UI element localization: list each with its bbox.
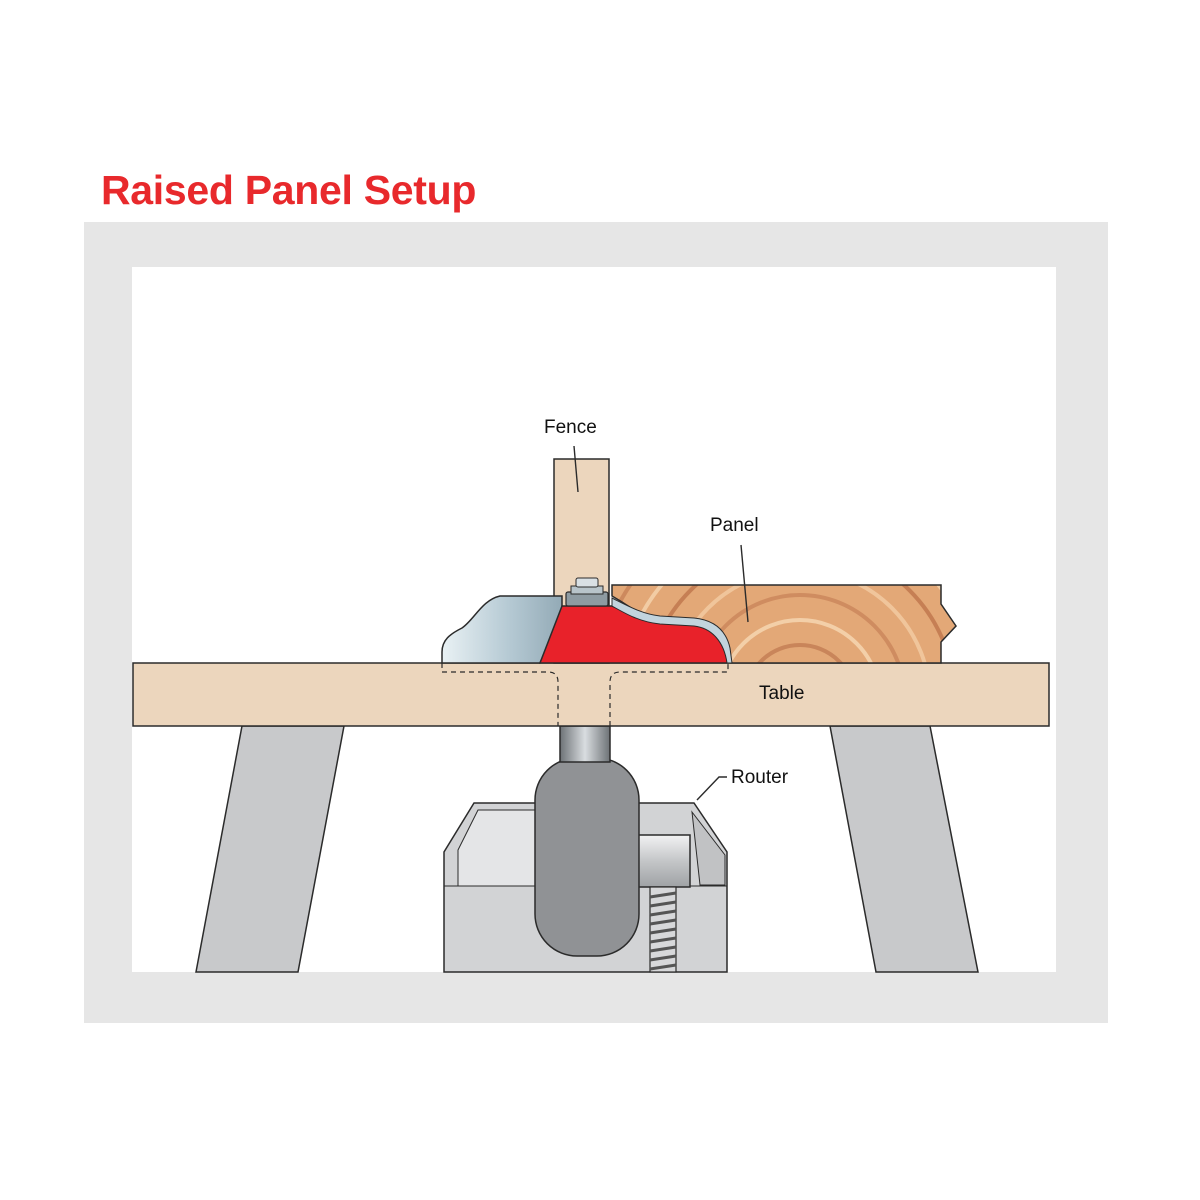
panel-label: Panel bbox=[710, 515, 759, 536]
fence-label: Fence bbox=[544, 417, 597, 438]
router-bit-icon bbox=[441, 577, 733, 664]
collet-icon bbox=[559, 725, 611, 763]
router-label: Router bbox=[731, 767, 789, 788]
router bbox=[443, 757, 728, 973]
diagram-title: Raised Panel Setup bbox=[101, 167, 477, 213]
hidden-recess-line bbox=[441, 663, 729, 726]
table-top bbox=[132, 662, 1050, 727]
screw-icon bbox=[649, 886, 677, 973]
table-label: Table bbox=[759, 683, 804, 704]
panel-leader-line bbox=[740, 544, 749, 623]
router-leader-line bbox=[696, 776, 727, 801]
router-motor bbox=[534, 757, 640, 957]
fence-leader-line bbox=[573, 445, 579, 493]
